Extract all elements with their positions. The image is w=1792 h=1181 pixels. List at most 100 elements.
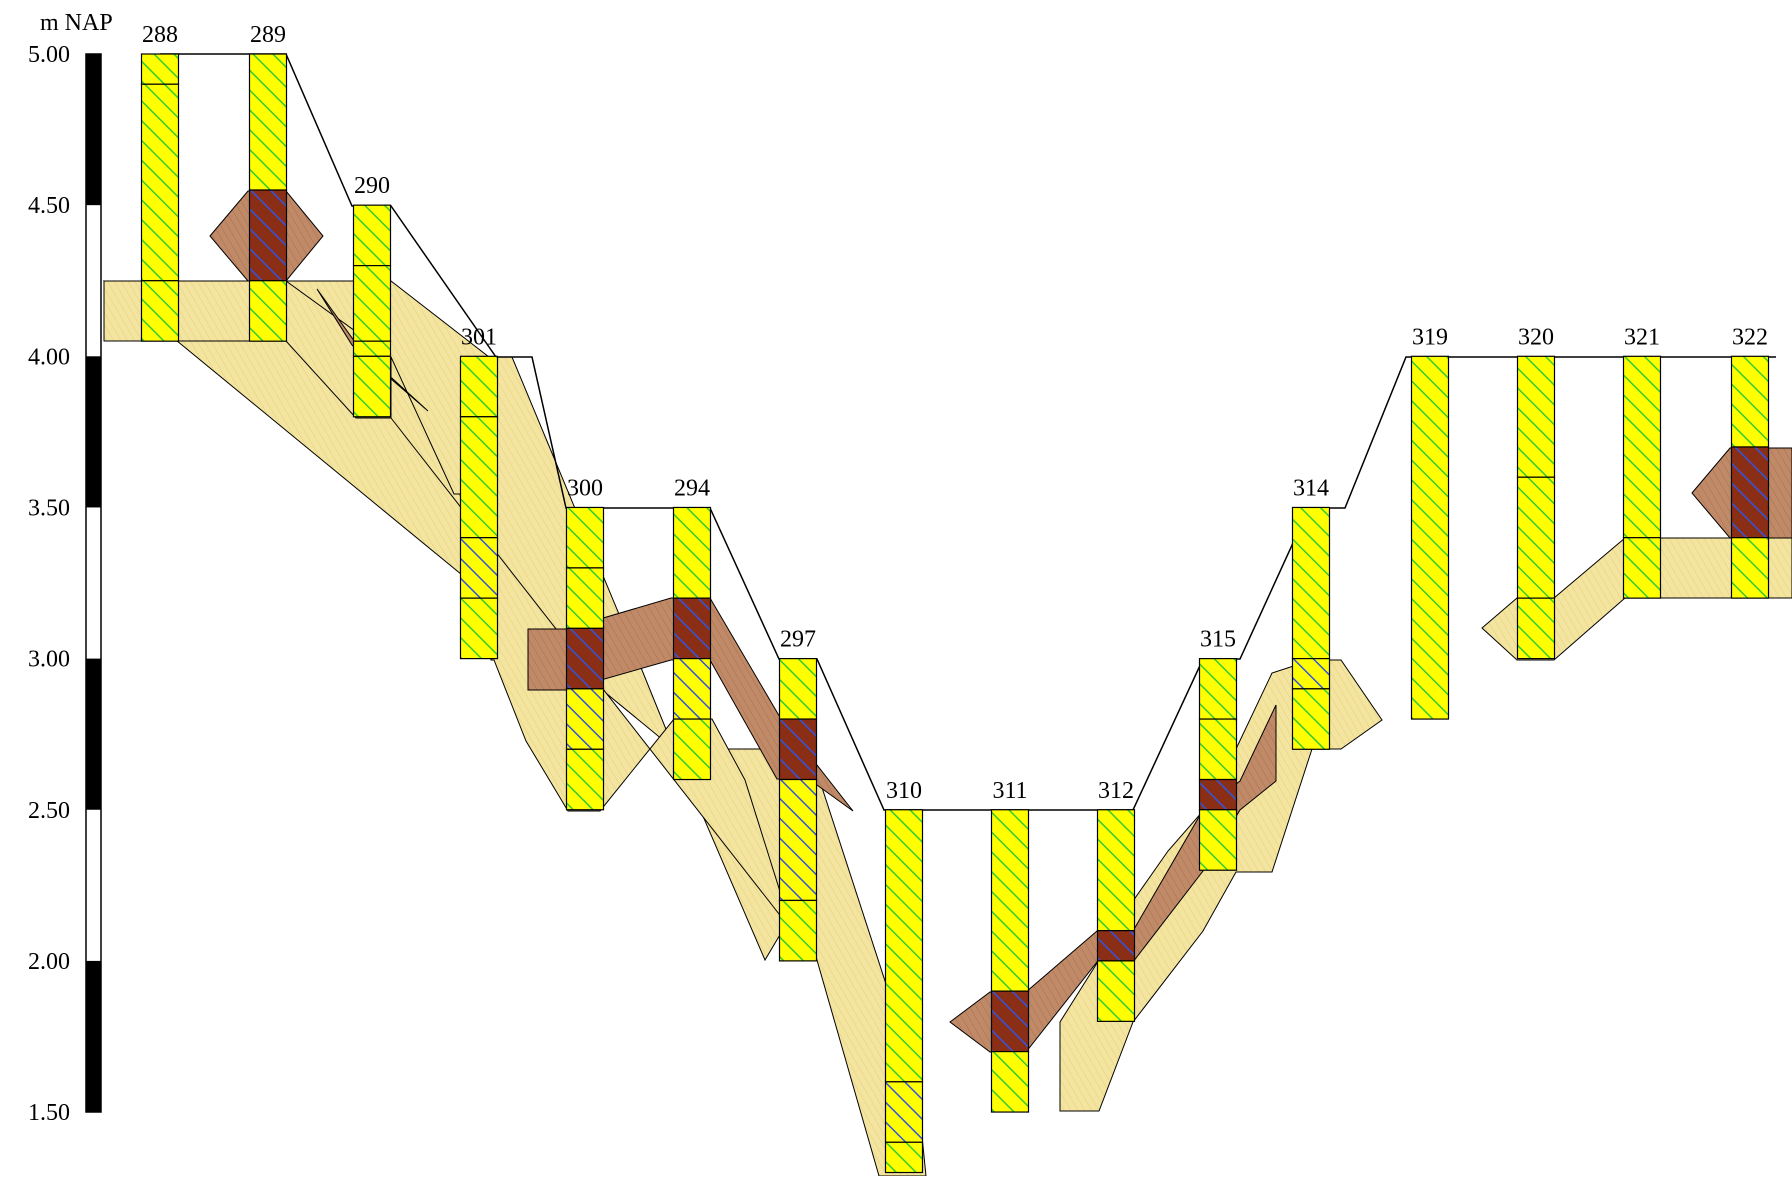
borehole-layer bbox=[1198, 657, 1238, 720]
depth-scale: m NAP 5.004.504.003.503.002.502.001.50 bbox=[28, 10, 113, 1126]
borehole-layer bbox=[459, 355, 499, 418]
borehole-layer bbox=[565, 627, 605, 690]
borehole-layer bbox=[672, 718, 712, 781]
borehole-label: 294 bbox=[674, 475, 710, 501]
borehole-layer bbox=[1622, 537, 1662, 599]
scale-segment bbox=[86, 356, 101, 508]
borehole-301: 301 bbox=[459, 324, 499, 660]
borehole-320: 320 bbox=[1516, 324, 1556, 660]
peat-lens bbox=[949, 704, 1277, 1053]
borehole-297: 297 bbox=[778, 627, 818, 962]
borehole-layer bbox=[990, 990, 1030, 1053]
borehole-layer bbox=[778, 778, 818, 902]
borehole-layer bbox=[1410, 355, 1450, 720]
borehole-layer bbox=[352, 355, 392, 418]
borehole-layer bbox=[565, 567, 605, 629]
borehole-layer bbox=[1198, 718, 1238, 781]
borehole-layer bbox=[990, 1050, 1030, 1113]
scale-segment bbox=[86, 54, 101, 206]
borehole-label: 300 bbox=[567, 475, 603, 501]
scale-unit-label: m NAP bbox=[40, 10, 113, 36]
borehole-layer bbox=[459, 537, 499, 599]
borehole-322: 322 bbox=[1730, 324, 1770, 599]
borehole-319: 319 bbox=[1410, 324, 1450, 720]
scale-tick-label: 3.50 bbox=[28, 495, 70, 521]
borehole-label: 289 bbox=[250, 22, 286, 48]
borehole-layer bbox=[248, 280, 288, 342]
sand-band bbox=[1059, 659, 1383, 1112]
borehole-311: 311 bbox=[990, 778, 1030, 1113]
borehole-layer bbox=[565, 506, 605, 569]
borehole-layer bbox=[248, 189, 288, 282]
borehole-289: 289 bbox=[248, 22, 288, 342]
scale-segment bbox=[86, 960, 101, 1113]
peat-lens bbox=[316, 288, 429, 412]
borehole-layer bbox=[1291, 688, 1331, 750]
borehole-layer bbox=[1730, 446, 1770, 539]
borehole-layer bbox=[1622, 355, 1662, 539]
borehole-layer bbox=[1730, 355, 1770, 448]
borehole-layer bbox=[1198, 809, 1238, 871]
borehole-layer bbox=[1291, 506, 1331, 660]
borehole-layer bbox=[1096, 809, 1136, 932]
borehole-288: 288 bbox=[140, 22, 180, 342]
borehole-layer bbox=[140, 280, 180, 342]
borehole-321: 321 bbox=[1622, 324, 1662, 599]
borehole-layer bbox=[884, 1141, 924, 1174]
borehole-layer bbox=[778, 657, 818, 720]
borehole-layer bbox=[672, 506, 712, 599]
borehole-layer bbox=[778, 718, 818, 781]
scale-tick-label: 5.00 bbox=[28, 42, 70, 68]
borehole-layer bbox=[459, 597, 499, 660]
borehole-label: 319 bbox=[1412, 324, 1448, 350]
borehole-layer bbox=[1198, 778, 1238, 811]
borehole-layer bbox=[565, 688, 605, 750]
borehole-layer bbox=[1516, 476, 1556, 599]
scale-segments bbox=[86, 54, 101, 1113]
scale-tick-label: 4.00 bbox=[28, 344, 70, 370]
borehole-layer bbox=[672, 597, 712, 660]
borehole-label: 321 bbox=[1624, 324, 1660, 350]
borehole-layer bbox=[1516, 597, 1556, 660]
sand-bands bbox=[102, 280, 1792, 1177]
scale-tick-label: 2.50 bbox=[28, 798, 70, 824]
borehole-layer bbox=[1516, 355, 1556, 478]
scale-segment bbox=[86, 658, 101, 810]
borehole-layer bbox=[884, 809, 924, 1083]
borehole-layer bbox=[352, 265, 392, 342]
borehole-label: 288 bbox=[142, 22, 178, 48]
borehole-layer bbox=[1096, 960, 1136, 1022]
borehole-layer bbox=[884, 1081, 924, 1143]
borehole-label: 315 bbox=[1200, 627, 1236, 653]
borehole-layer bbox=[1291, 657, 1331, 690]
borehole-layer bbox=[778, 899, 818, 962]
borehole-290: 290 bbox=[352, 173, 392, 418]
borehole-label: 322 bbox=[1732, 324, 1768, 350]
borehole-layer bbox=[459, 416, 499, 539]
borehole-label: 320 bbox=[1518, 324, 1554, 350]
scale-bar bbox=[85, 53, 102, 1113]
scale-tick-label: 1.50 bbox=[28, 1100, 70, 1126]
borehole-layer bbox=[1096, 930, 1136, 962]
borehole-layer bbox=[672, 657, 712, 720]
borehole-label: 311 bbox=[992, 778, 1027, 804]
scale-ticks: 5.004.504.003.503.002.502.001.50 bbox=[28, 42, 70, 1126]
borehole-layer bbox=[1730, 537, 1770, 599]
borehole-label: 297 bbox=[780, 627, 816, 653]
borehole-314: 314 bbox=[1291, 475, 1331, 750]
borehole-label: 301 bbox=[461, 324, 497, 350]
borehole-300: 300 bbox=[565, 475, 605, 811]
borehole-layer bbox=[248, 53, 288, 191]
borehole-label: 312 bbox=[1098, 778, 1134, 804]
borehole-layer bbox=[565, 748, 605, 811]
borehole-315: 315 bbox=[1198, 627, 1238, 871]
borehole-294: 294 bbox=[672, 475, 712, 781]
scale-tick-label: 2.00 bbox=[28, 949, 70, 975]
scale-tick-label: 3.00 bbox=[28, 647, 70, 673]
borehole-label: 290 bbox=[354, 173, 390, 199]
borehole-label: 314 bbox=[1293, 475, 1329, 501]
borehole-layer bbox=[352, 204, 392, 267]
